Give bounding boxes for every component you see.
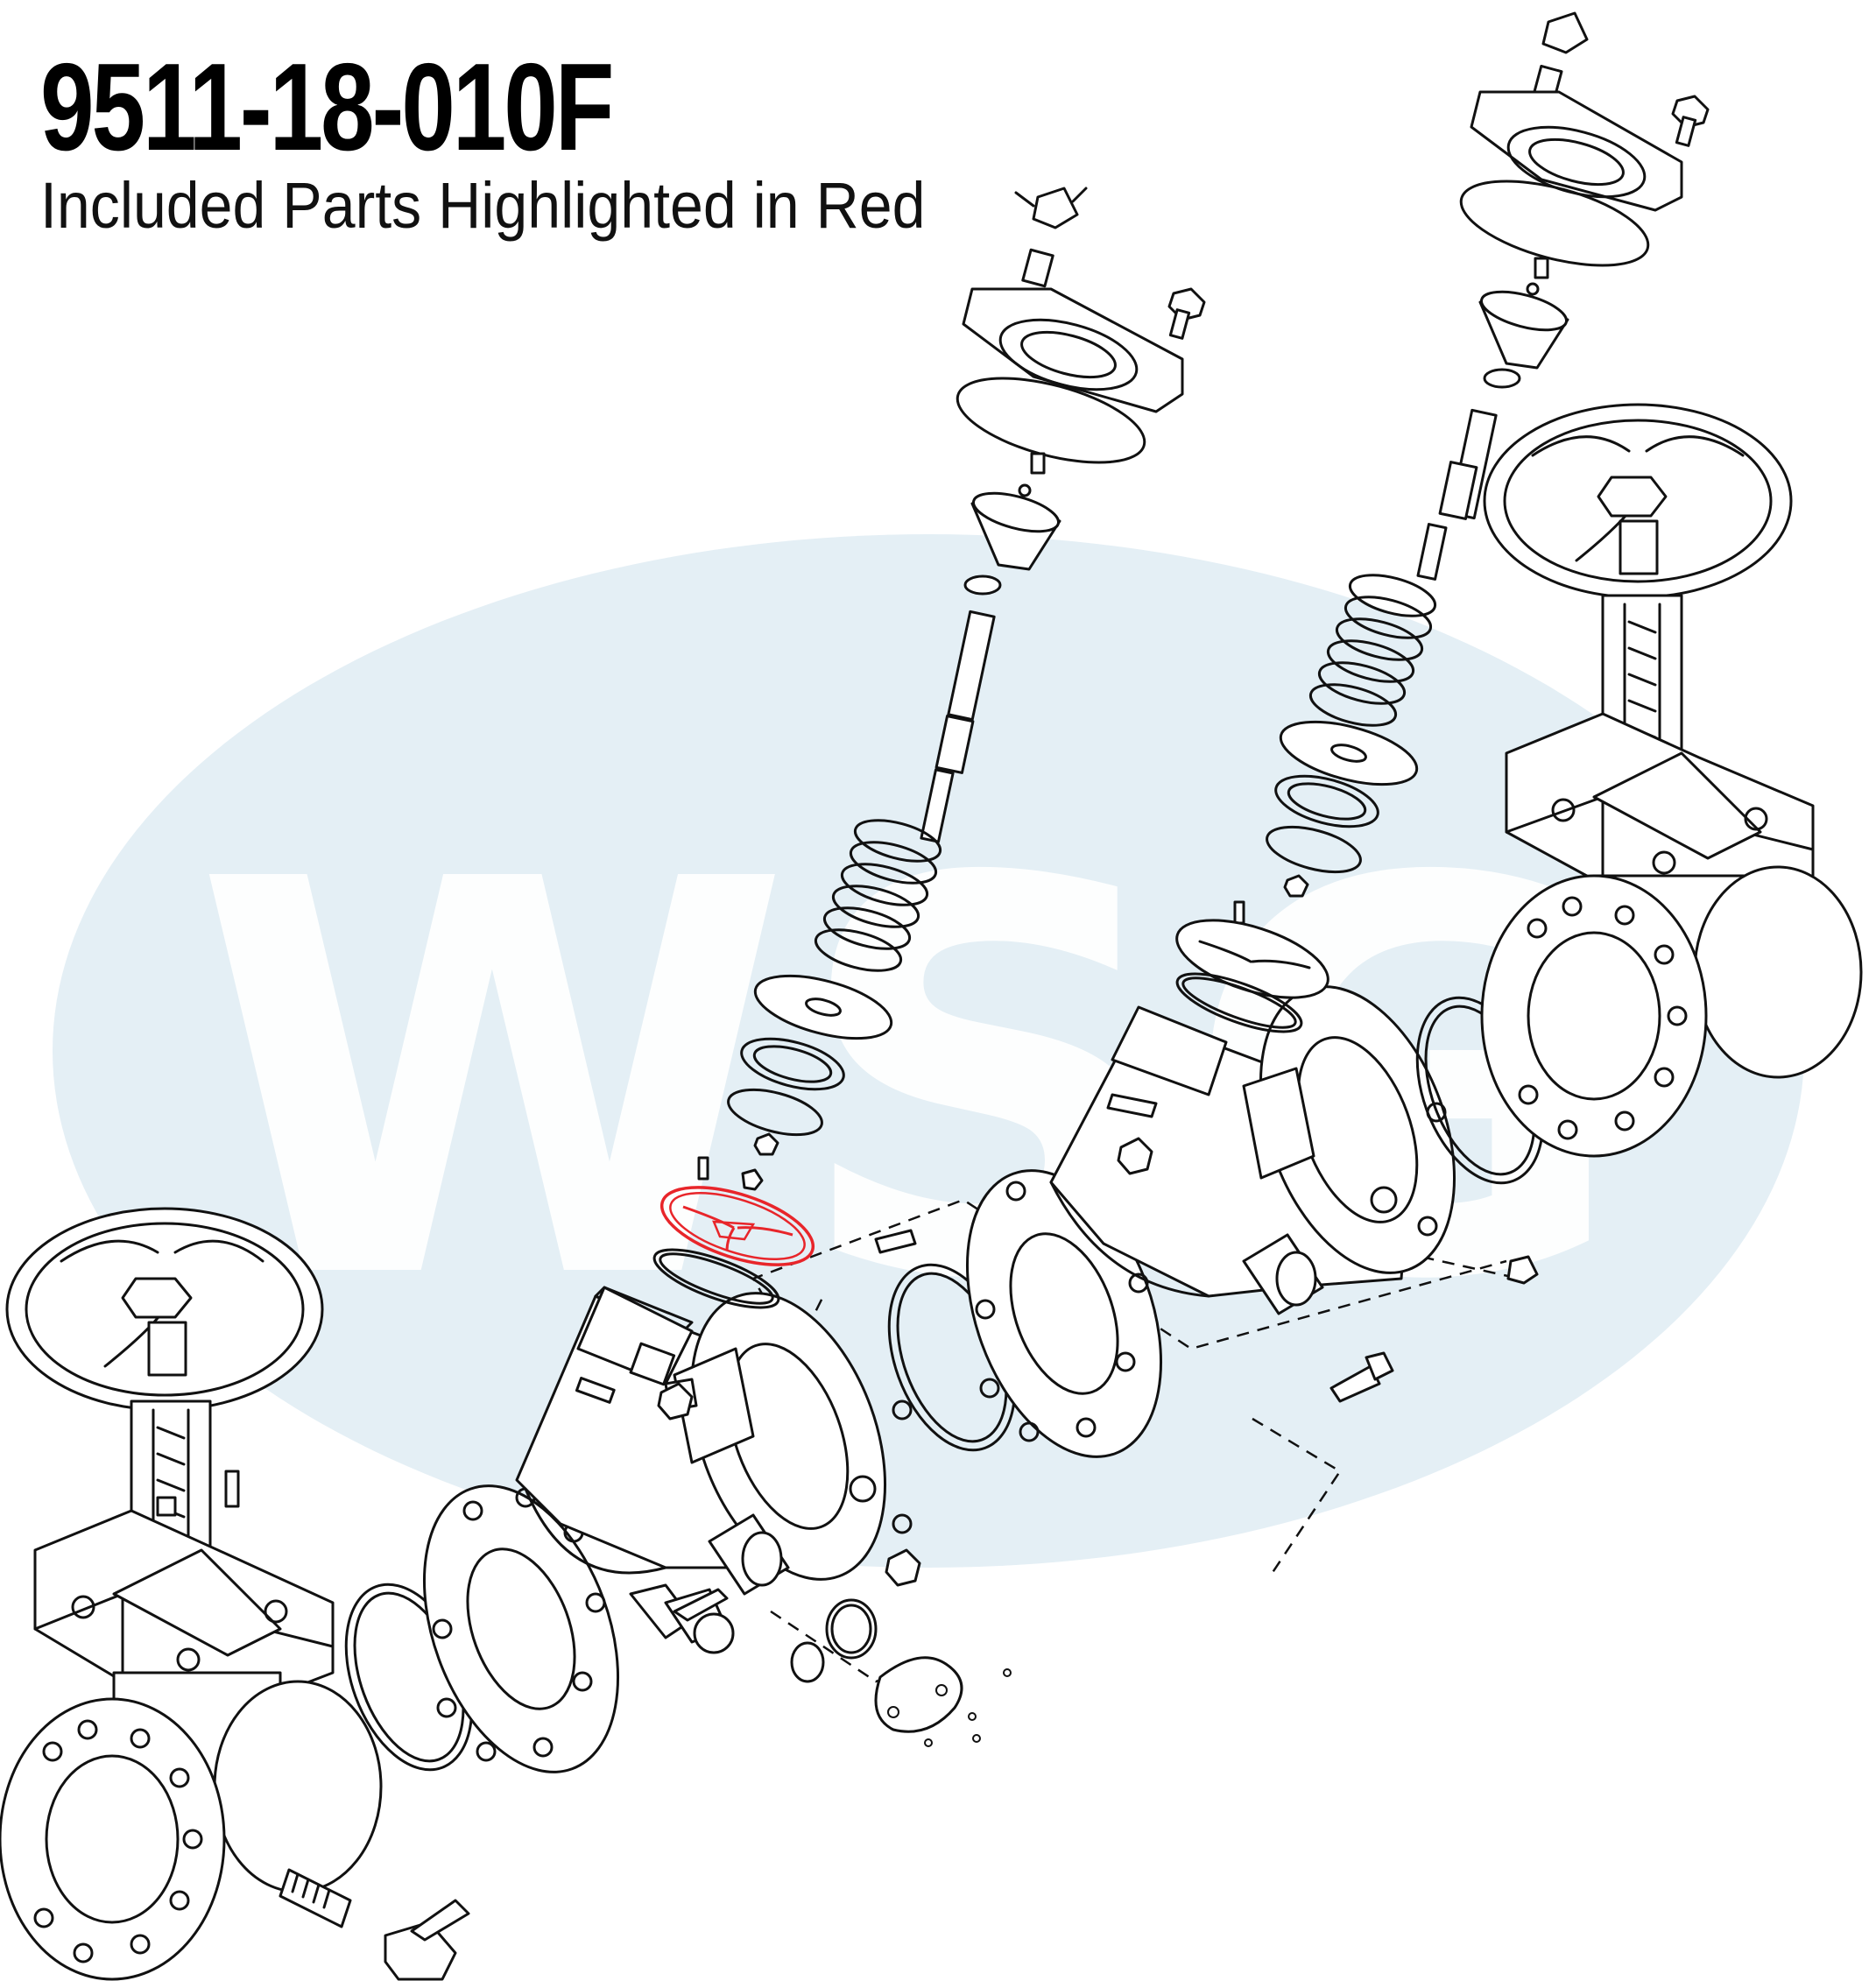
- part-number-title: 9511-18-010F: [40, 38, 614, 177]
- left-gate-valve: [0, 1207, 383, 1981]
- test-cock-assembly-left: [279, 1868, 470, 1981]
- left-relief-stack: [697, 187, 1206, 1191]
- check-module-body-right: [1049, 985, 1456, 1315]
- cover-plug-parts: [790, 1548, 1012, 1747]
- bolts-and-nuts: [657, 1229, 1539, 1421]
- left-flange-gaskets: [344, 1484, 620, 1773]
- assembly-guide-lines: [665, 1198, 1520, 1683]
- right-gate-valve: [1480, 403, 1863, 1158]
- check-disc-o-ring: [652, 1248, 780, 1309]
- highlighted-check-disc: [659, 1186, 815, 1266]
- right-relief-stack: [1175, 11, 1710, 1033]
- test-cock-left: [629, 1583, 735, 1654]
- check-module-body-left: [515, 1286, 913, 1596]
- subtitle: Included Parts Highlighted in Red: [40, 169, 926, 242]
